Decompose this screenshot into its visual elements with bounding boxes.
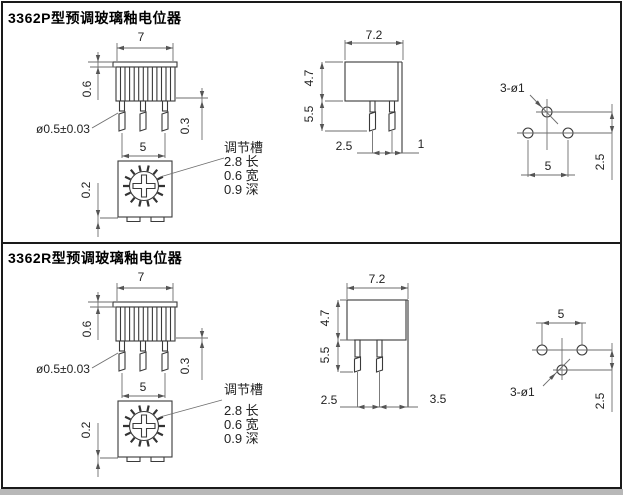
slot-width: 0.6 宽 <box>224 168 259 183</box>
dim-edge-offset: 3.5 <box>430 392 447 406</box>
rotor-slot <box>123 405 165 447</box>
side-view-3362p: 7.2 4.7 5.5 2.5 1 <box>302 28 425 156</box>
top-view-3362r: 0.2 <box>79 399 223 477</box>
dim-body-height: 4.7 <box>302 69 316 86</box>
dim-hole-spacing-v: 2.5 <box>593 153 607 170</box>
slot-length: 2.8 长 <box>224 154 259 169</box>
dim-pin-spacing: 2.5 <box>336 139 353 153</box>
dim-edge-offset: 1 <box>418 137 425 151</box>
dim-pin-spacing: 5 <box>140 380 147 394</box>
slot-note-3362r: 调节槽 2.8 长 0.6 宽 0.9 深 <box>224 382 263 446</box>
rotor-slot <box>123 165 165 207</box>
dim-pin-spacing: 5 <box>140 140 147 154</box>
section-title-3362r: 3362R型预调玻璃釉电位器 <box>8 250 183 266</box>
dim-standoff: 0.2 <box>79 181 93 198</box>
dim-body-width: 7.2 <box>366 28 383 42</box>
dim-cap-height: 0.6 <box>80 320 94 337</box>
dim-body-height: 4.7 <box>318 309 332 326</box>
dim-body-width: 7.2 <box>369 272 386 286</box>
footprint-3362r: 5 3-ø1 2.5 <box>510 307 615 412</box>
dim-standoff: 0.2 <box>79 421 93 438</box>
dim-cap-height: 0.6 <box>80 80 94 97</box>
dim-body-width: 7 <box>138 30 145 44</box>
slot-length: 2.8 长 <box>224 403 259 418</box>
dim-pin-offset: 0.3 <box>178 357 192 374</box>
dim-pin-diameter: ø0.5±0.03 <box>36 362 90 376</box>
dim-pin-spacing: 2.5 <box>321 393 338 407</box>
footprint-3362p: 3-ø1 5 2.5 <box>500 81 615 180</box>
dim-hole-count: 3-ø1 <box>510 385 535 399</box>
slot-note-title: 调节槽 <box>224 140 263 155</box>
slot-note-title: 调节槽 <box>224 382 263 397</box>
top-view-3362p: 0.2 <box>79 157 225 237</box>
section-divider <box>2 242 621 244</box>
dim-pin-length: 5.5 <box>302 105 316 122</box>
slot-depth: 0.9 深 <box>224 182 259 197</box>
dim-body-width: 7 <box>138 270 145 284</box>
slot-note-3362p: 调节槽 2.8 长 0.6 宽 0.9 深 <box>224 140 263 197</box>
front-view-3362r: 7 0.6 ø0.5±0.03 5 0.3 <box>36 270 208 399</box>
dim-pin-diameter: ø0.5±0.03 <box>36 122 90 136</box>
dim-pin-length: 5.5 <box>318 346 332 363</box>
dim-hole-spacing-h: 5 <box>558 307 565 321</box>
dim-pin-offset: 0.3 <box>178 117 192 134</box>
slot-width: 0.6 宽 <box>224 417 259 432</box>
bottom-strip <box>0 489 623 495</box>
dim-hole-spacing-v: 2.5 <box>593 392 607 409</box>
slot-depth: 0.9 深 <box>224 431 259 446</box>
dim-hole-spacing-h: 5 <box>545 159 552 173</box>
section-title-3362p: 3362P型预调玻璃釉电位器 <box>8 10 182 26</box>
dim-hole-count: 3-ø1 <box>500 81 525 95</box>
front-view-3362p: 7 0.6 ø0.5±0.03 5 <box>36 30 208 159</box>
side-view-3362r: 7.2 4.7 5.5 2.5 3.5 <box>318 272 447 410</box>
